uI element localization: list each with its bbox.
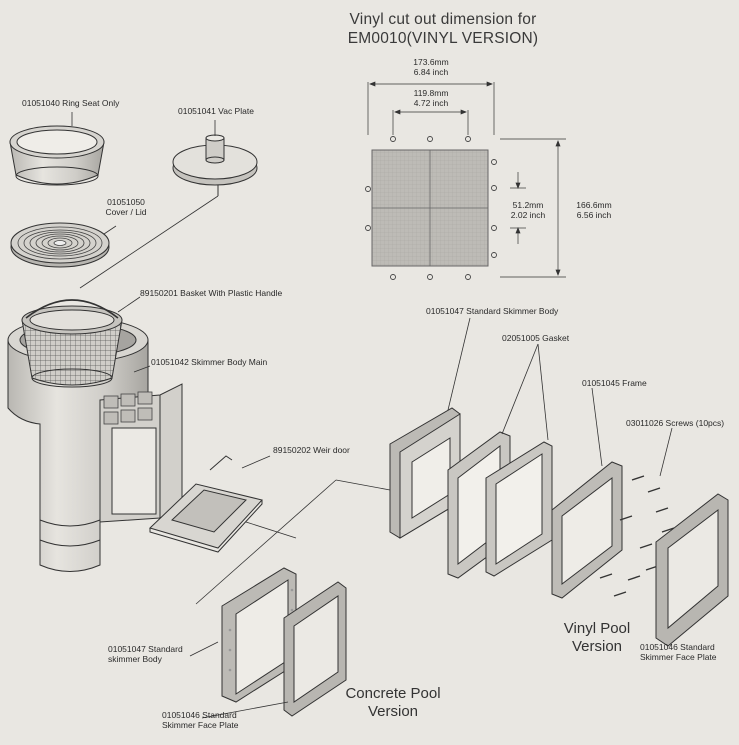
- outer-width-dimension: 173.6mm 6.84 inch: [396, 57, 466, 78]
- leader-lines: [71, 112, 673, 719]
- concrete-face-plate-code: 01051046 Standard: [162, 710, 237, 720]
- vinyl-face-plate-code: 01051046 Standard: [640, 642, 715, 652]
- vinyl-version-line2: Version: [571, 638, 623, 655]
- vinyl-face-plate-label: 01051046 Standard Skimmer Face Plate: [640, 642, 717, 663]
- vinyl-face-plate-name: Skimmer Face Plate: [640, 651, 717, 662]
- vac-plate-label: 01051041 Vac Plate: [178, 106, 254, 116]
- basket: [21, 299, 123, 388]
- concrete-pool-version-label: Concrete Pool Version: [328, 685, 458, 721]
- hole-gap-in: 2.02 inch: [510, 209, 546, 220]
- concrete-skimmer-body-code: 01051047 Standard: [108, 644, 183, 654]
- hole-gap-mm: 51.2mm: [512, 200, 544, 210]
- concrete-face-plate: [283, 581, 347, 717]
- concrete-skimmer-body: [221, 567, 297, 703]
- cover-lid-name: Cover / Lid: [105, 206, 147, 217]
- vac-plate: [172, 134, 258, 196]
- concrete-skimmer-body-label: 01051047 Standard skimmer Body: [108, 644, 183, 665]
- inner-width-dimension: 119.8mm 4.72 inch: [396, 88, 466, 109]
- vinyl-cutout-panel: [365, 81, 566, 280]
- screws: [599, 475, 675, 597]
- vinyl-skimmer-body: [389, 407, 461, 539]
- cover-lid: [10, 222, 110, 268]
- height-in: 6.56 inch: [576, 209, 612, 220]
- concrete-version-line2: Version: [367, 703, 419, 720]
- vinyl-pool-version-label: Vinyl Pool Version: [544, 620, 650, 656]
- outer-width-in: 6.84 inch: [413, 66, 449, 77]
- cutout-holes: [365, 136, 497, 280]
- ring-seat: [9, 125, 105, 186]
- concrete-version-line1: Concrete Pool: [345, 685, 441, 702]
- frame-label: 01051045 Frame: [582, 378, 647, 388]
- vinyl-version-line1: Vinyl Pool: [563, 620, 631, 637]
- concrete-skimmer-body-name: skimmer Body: [108, 653, 162, 664]
- cutout-title-line1: Vinyl cut out dimension for: [349, 11, 537, 28]
- height-dimension: 166.6mm 6.56 inch: [558, 200, 630, 221]
- outer-width-mm: 173.6mm: [413, 57, 449, 67]
- inner-width-in: 4.72 inch: [413, 97, 449, 108]
- vinyl-frame: [551, 461, 623, 599]
- vinyl-face-plate: [655, 493, 729, 647]
- cover-lid-label: 01051050 Cover / Lid: [100, 197, 152, 218]
- standard-skimmer-body-label: 01051047 Standard Skimmer Body: [426, 306, 559, 316]
- ring-seat-label: 01051040 Ring Seat Only: [22, 98, 120, 108]
- hole-gap-dimension: 51.2mm 2.02 inch: [498, 200, 558, 221]
- cutout-title-line2: EM0010(VINYL VERSION): [347, 30, 539, 48]
- concrete-face-plate-name: Skimmer Face Plate: [162, 719, 239, 730]
- weir-door: [149, 455, 263, 553]
- screws-label: 03011026 Screws (10pcs): [626, 418, 725, 428]
- gasket-label: 02051005 Gasket: [502, 333, 570, 343]
- concrete-face-plate-label: 01051046 Standard Skimmer Face Plate: [162, 710, 239, 731]
- basket-label: 89150201 Basket With Plastic Handle: [140, 288, 283, 298]
- cover-lid-code: 01051050: [107, 197, 145, 207]
- cutout-title: Vinyl cut out dimension for EM0010(VINYL…: [318, 10, 568, 49]
- weir-door-label: 89150202 Weir door: [273, 445, 350, 455]
- skimmer-body-main-label: 01051042 Skimmer Body Main: [151, 357, 268, 367]
- inner-width-mm: 119.8mm: [413, 88, 449, 98]
- height-mm: 166.6mm: [576, 200, 612, 210]
